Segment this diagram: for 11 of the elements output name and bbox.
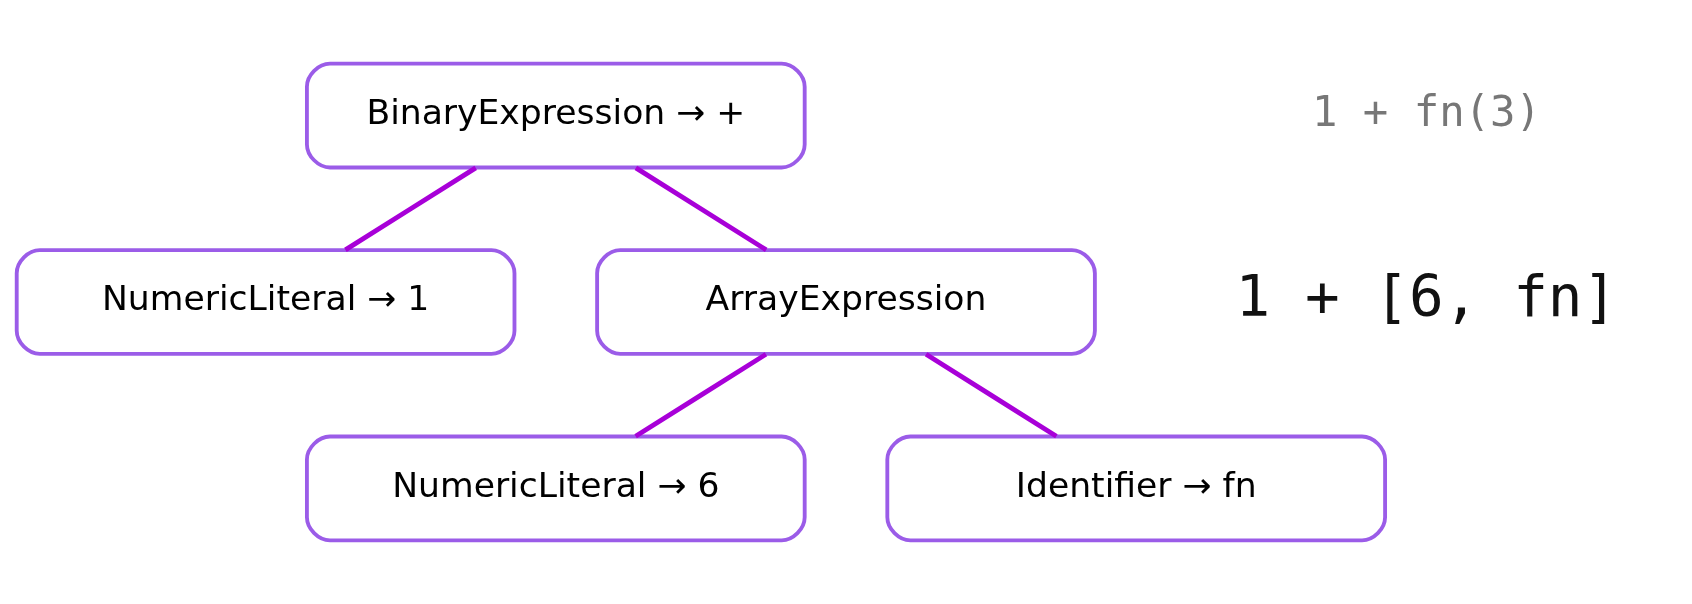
connector [924,352,1058,439]
node-box: BinaryExpression → + [305,61,807,170]
label: 1 + fn(3) [1311,87,1541,137]
connector [344,165,477,252]
node-box: NumericLiteral → 6 [305,434,807,543]
node-box: NumericLiteral → 1 [14,248,517,356]
connector [634,352,768,439]
connector [634,165,768,252]
node-box: Identifier → fn [885,434,1387,543]
label: 1 + [6, fn] [1235,262,1618,331]
node-box: ArrayExpression [595,248,1097,356]
